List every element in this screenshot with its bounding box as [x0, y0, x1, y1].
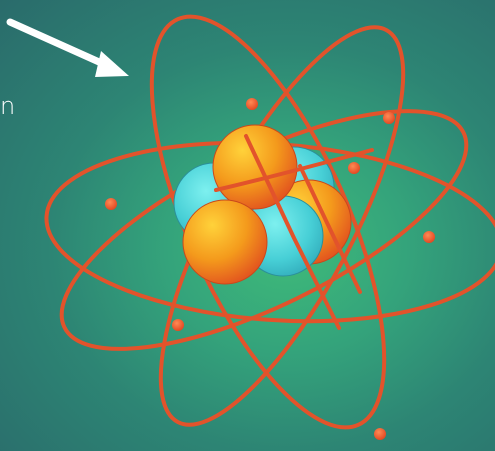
arrow-icon: [6, 18, 129, 77]
orbit-front-segment: [244, 134, 341, 330]
proton: [182, 199, 268, 285]
electron: [423, 231, 435, 243]
electron: [383, 112, 395, 124]
cropped-text-fragment: n: [0, 92, 16, 120]
electron: [172, 319, 184, 331]
electron: [348, 162, 360, 174]
proton: [212, 124, 298, 210]
electron: [374, 428, 386, 440]
orbit-front-segment: [298, 164, 362, 294]
electron: [105, 198, 117, 210]
orbit-front-segment: [214, 148, 374, 192]
electron: [246, 98, 258, 110]
nucleus: [173, 124, 352, 285]
